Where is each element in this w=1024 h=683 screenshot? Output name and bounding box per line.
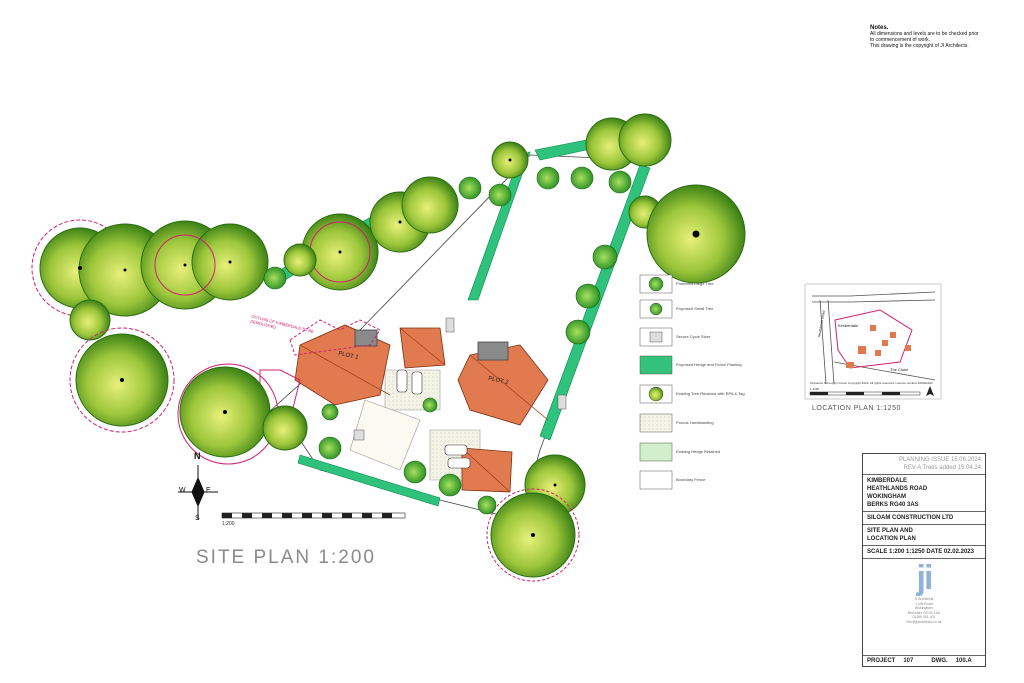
legend-label: Existing Hedge Retained [676,449,721,454]
dwg-number: 100.A [955,658,972,664]
legend-label: Protected Large Tree [676,281,714,286]
address-line: HEATHLANDS ROAD [867,486,928,492]
scale-date-line: SCALE 1:200 1:1250 DATE 02.02.2023 [867,549,974,555]
address-line: WOKINGHAM [867,494,906,500]
legend-label: Porous Hardstanding [676,420,714,425]
site-scale-bar [221,512,406,519]
site-scale-label: 1:200 [222,521,235,527]
legend-swatches [639,274,673,490]
location-kimberdale-label: Kimberdale [838,323,859,328]
compass-e: E [206,487,211,494]
tree-trunks [78,158,700,537]
legend-label: Proposed Small Tree [676,306,714,311]
legend-label: Proposed Hedge and Fence Planting [676,362,742,367]
address-line: BERKS RG40 3AS [867,502,919,508]
title-block: PLANNING ISSUE 15.06.2024 REV A Trees ad… [862,453,986,667]
location-copyright: Ordnance Survey (c) Crown Copyright 2023… [810,381,933,385]
practice-address: 01189 401 401 [912,615,936,619]
notes-line: All dimensions and levels are to be chec… [870,31,979,43]
client-name: SILOAM CONSTRUCTION LTD [867,515,954,521]
drawing-title: LOCATION PLAN [867,536,916,542]
legend-label: Secure Cycle Store [676,334,711,339]
revision-line: REV A Trees added 15.04.24 [903,465,981,471]
demolition-outline-2 [259,369,301,421]
legend-label: Boundary Fence [676,477,706,482]
notes-heading: Notes. [870,25,889,31]
parked-cars [396,369,471,469]
project-label: PROJECT [867,658,896,664]
compass-n: N [194,451,201,461]
location-scale-small: 1:1250 [810,387,820,391]
demolition-outline [289,319,381,356]
site-plan-title: SITE PLAN 1:200 [196,547,376,568]
location-plan-map [804,283,942,400]
cycle-stores [353,317,567,441]
practice-address: Berkshire RG40 1AA [907,610,941,615]
address-line: KIMBERDALE [867,478,907,484]
practice-address: 1 Mill Road [915,601,933,606]
practice-address: Wokingham [914,606,934,610]
buildings [294,324,549,493]
location-close-label: The Close [890,367,909,372]
north-compass-icon [178,465,218,520]
drawing-title: SITE PLAN AND [867,528,913,534]
ji-logo: ji [916,559,934,597]
proposed-small-trees [263,166,632,515]
project-number: 107 [903,658,914,664]
notes-block: Notes. All dimensions and levels are to … [870,25,980,49]
location-plan-title: LOCATION PLAN 1:1250 [812,405,901,412]
compass-s: S [195,515,200,522]
revision-line: PLANNING ISSUE 15.06.2024 [898,457,981,463]
dwg-label: DWG. [931,658,948,664]
plot2-roof [457,344,549,426]
compass-w: W [179,487,186,494]
practice-address: JI Architects [914,597,934,601]
notes-line: This drawing is the copyright of JI Arch… [870,43,969,49]
legend-label: Existing Tree Retained with RPA & Tag [676,391,745,396]
practice-address: info@jiarchitects.co.uk [906,619,942,624]
